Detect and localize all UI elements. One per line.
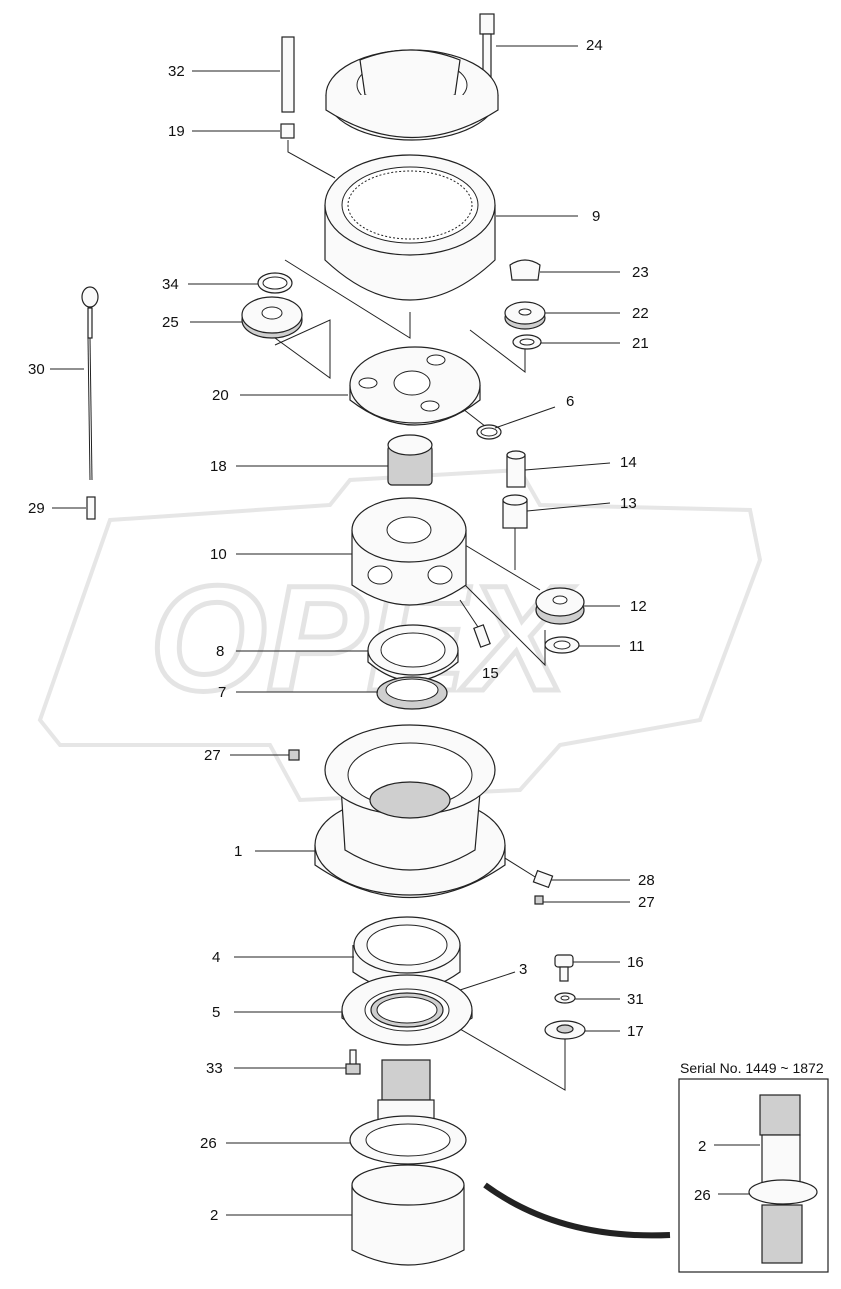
callout-13: 13 <box>620 495 637 512</box>
callout-26: 26 <box>200 1135 217 1152</box>
part-carrier-plate-20 <box>349 346 481 426</box>
callout-9: 9 <box>592 208 600 225</box>
part-fitting-28 <box>532 869 554 889</box>
callout-12: 12 <box>630 598 647 615</box>
part-washer-31 <box>554 992 576 1004</box>
part-bearing-8 <box>367 624 459 682</box>
callout-32: 32 <box>168 63 185 80</box>
part-seal-7 <box>376 676 448 710</box>
callout-29: 29 <box>28 500 45 517</box>
part-plug-27-top <box>288 749 300 761</box>
callout-31: 31 <box>627 991 644 1008</box>
callout-7: 7 <box>218 684 226 701</box>
part-seal-26 <box>349 1115 467 1165</box>
callout-3: 3 <box>519 961 527 978</box>
part-bolt-33 <box>345 1049 361 1075</box>
callout-16: 16 <box>627 954 644 971</box>
callout-33: 33 <box>206 1060 223 1077</box>
part-dipstick-30 <box>81 286 99 481</box>
callout-15: 15 <box>482 665 499 682</box>
part-plug-19 <box>280 123 295 139</box>
callout-1: 1 <box>234 843 242 860</box>
inset-label-26: 26 <box>694 1187 711 1204</box>
part-tube-29 <box>86 496 96 520</box>
part-washer-21 <box>512 334 542 350</box>
inset-label-2: 2 <box>698 1138 706 1155</box>
callout-6: 6 <box>566 393 574 410</box>
part-bolt-16 <box>554 954 574 982</box>
part-carrier-10 <box>351 497 467 606</box>
callout-30: 30 <box>28 361 45 378</box>
callout-19: 19 <box>168 123 185 140</box>
part-washer-11 <box>544 636 580 654</box>
part-gear-22 <box>504 301 546 330</box>
part-planet-gear-25 <box>241 296 303 339</box>
part-sun-gear-18 <box>387 434 433 486</box>
part-pin-32 <box>281 36 295 113</box>
callout-27-top: 27 <box>204 747 221 764</box>
callout-14: 14 <box>620 454 637 471</box>
part-retainer-5 <box>341 974 473 1046</box>
callout-23: 23 <box>632 264 649 281</box>
part-top-cover <box>325 49 499 141</box>
part-snap-ring-6 <box>476 424 502 440</box>
callout-11: 11 <box>629 638 645 655</box>
part-washer-17 <box>544 1020 586 1040</box>
callout-17: 17 <box>627 1023 644 1040</box>
callout-34: 34 <box>162 276 179 293</box>
inset-panel: Serial No. 1449 ~ 1872 2 26 <box>678 1060 829 1273</box>
callout-18: 18 <box>210 458 227 475</box>
inset-title: Serial No. 1449 ~ 1872 <box>680 1060 824 1076</box>
callout-27-bottom: 27 <box>638 894 655 911</box>
callout-22: 22 <box>632 305 649 322</box>
part-cap-23 <box>509 259 541 281</box>
leader-lines <box>50 45 630 1216</box>
callout-4: 4 <box>212 949 220 966</box>
part-housing-1 <box>314 724 506 898</box>
part-pin-15 <box>473 624 491 648</box>
callout-8: 8 <box>216 643 224 660</box>
part-plug-27-bottom <box>534 895 544 905</box>
callout-20: 20 <box>212 387 229 404</box>
part-bushing-13 <box>502 494 528 529</box>
callout-10: 10 <box>210 546 227 563</box>
callout-5: 5 <box>212 1004 220 1021</box>
part-pin-14 <box>506 450 526 488</box>
part-snap-ring-34 <box>257 272 293 294</box>
callout-24: 24 <box>586 37 603 54</box>
callout-25: 25 <box>162 314 179 331</box>
callout-2: 2 <box>210 1207 218 1224</box>
callout-28: 28 <box>638 872 655 889</box>
part-gear-12 <box>535 587 585 625</box>
callout-labels: 24 32 19 9 23 34 22 25 21 30 20 6 18 14 … <box>28 37 655 1224</box>
part-ring-gear-9 <box>324 154 496 301</box>
callout-21: 21 <box>632 335 649 352</box>
